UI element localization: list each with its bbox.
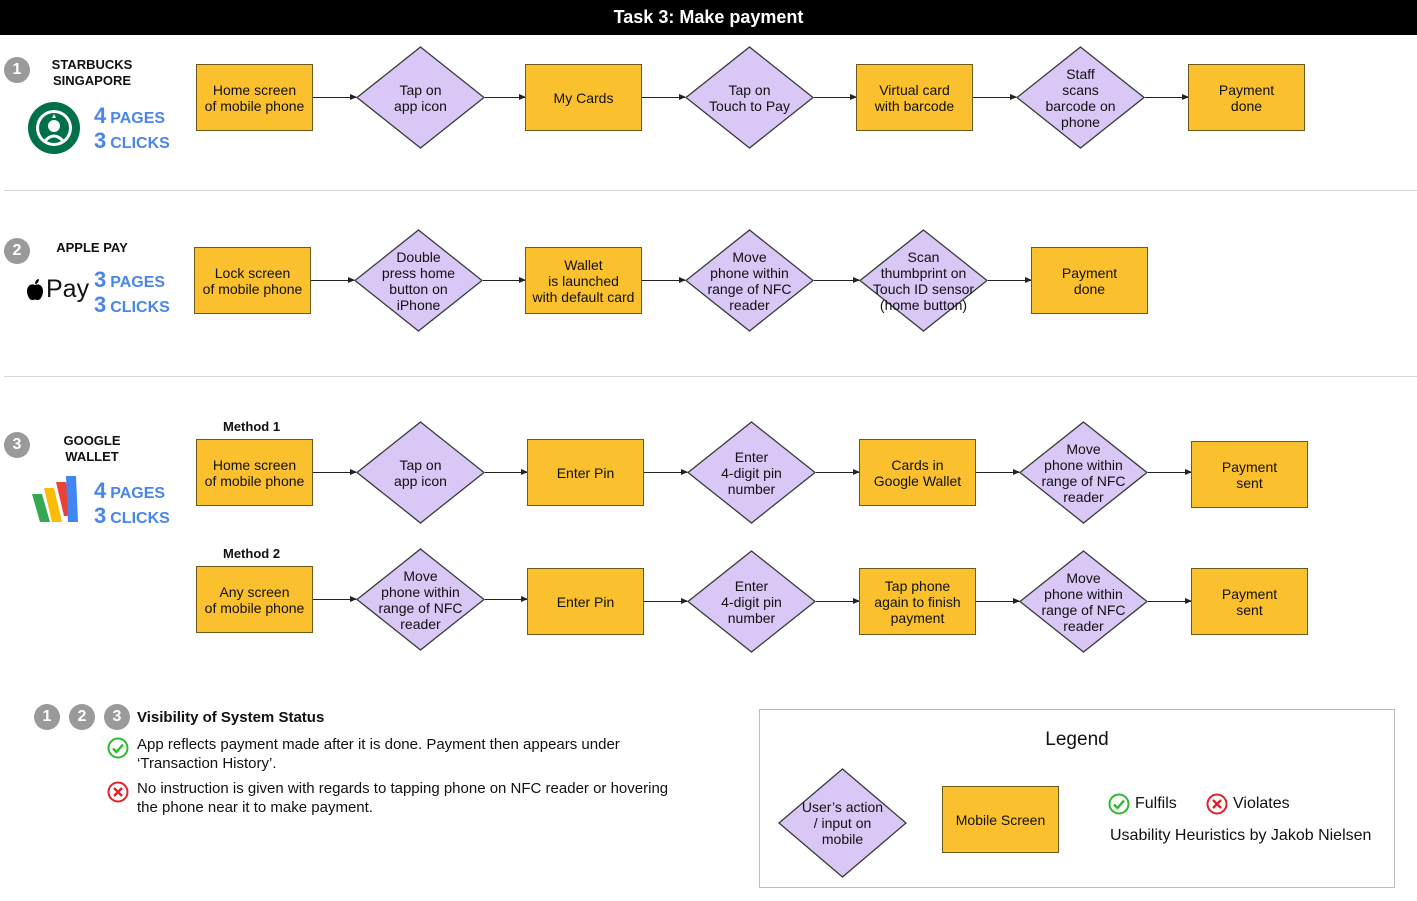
flow-arrow xyxy=(642,94,686,100)
legend: Legend User’s action / input on mobile M… xyxy=(759,709,1395,888)
flow-action: Move phone within range of NFC reader xyxy=(1018,421,1149,524)
flow-action: Move phone within range of NFC reader xyxy=(1018,550,1149,653)
google-wallet-logo-icon xyxy=(32,476,78,522)
flow-arrow xyxy=(988,277,1032,283)
flow-screen: Wallet is launched with default card xyxy=(525,247,642,314)
heuristic-number-2: 2 xyxy=(69,704,95,730)
section-divider xyxy=(4,376,1417,377)
flow-arrow xyxy=(814,277,860,283)
flow-arrow xyxy=(485,596,528,602)
heuristic-title: Visibility of System Status xyxy=(137,709,325,726)
flow-arrow xyxy=(644,469,688,475)
legend-source: Usability Heuristics by Jakob Nielsen xyxy=(1110,827,1372,844)
flow-screen: Cards in Google Wallet xyxy=(859,439,976,506)
starbucks-logo-icon xyxy=(28,102,80,154)
flow-screen: Enter Pin xyxy=(527,568,644,635)
flow-action: Move phone within range of NFC reader xyxy=(684,229,815,332)
section-number-2: 2 xyxy=(4,238,30,264)
flow-action: Enter 4-digit pin number xyxy=(686,421,817,524)
flow-arrow xyxy=(485,469,528,475)
legend-action-shape: User’s action / input on mobile xyxy=(777,768,908,878)
legend-screen-shape: Mobile Screen xyxy=(942,786,1059,853)
legend-title: Legend xyxy=(1045,729,1109,750)
method-1-label: Method 1 xyxy=(223,419,281,434)
flow-arrow xyxy=(313,94,357,100)
flow-arrow xyxy=(485,94,526,100)
flow-arrow xyxy=(973,94,1017,100)
violate-note: No instruction is given with regards to … xyxy=(137,780,669,816)
flow-screen: Payment done xyxy=(1031,247,1148,314)
title-bar: Task 3: Make payment xyxy=(0,0,1417,35)
flow-action: Tap on Touch to Pay xyxy=(684,46,815,149)
flow-arrow xyxy=(313,596,357,602)
heuristic-number-1: 1 xyxy=(34,704,60,730)
legend-violates-label: Violates xyxy=(1233,795,1290,812)
flow-screen: Tap phone again to finish payment xyxy=(859,568,976,635)
section-divider xyxy=(4,190,1417,191)
flow-action: Tap on app icon xyxy=(355,421,486,524)
fulfil-note: App reflects payment made after it is do… xyxy=(137,736,620,772)
flow-arrow xyxy=(816,469,860,475)
cross-circle-icon xyxy=(107,781,129,803)
flow-arrow xyxy=(644,598,688,604)
section-number-3: 3 xyxy=(4,432,30,458)
method-2-label: Method 2 xyxy=(223,546,281,561)
flow-action: Tap on app icon xyxy=(355,46,486,149)
flow-arrow xyxy=(642,277,686,283)
flow-screen: Virtual card with barcode xyxy=(856,64,973,131)
section-number-1: 1 xyxy=(4,57,30,83)
cross-circle-icon xyxy=(1206,793,1228,815)
flow-arrow xyxy=(1148,598,1192,604)
app-name-starbucks: STARBUCKS SINGAPORE xyxy=(51,57,133,88)
flow-arrow xyxy=(976,598,1020,604)
check-circle-icon xyxy=(1108,793,1130,815)
app-name-google-wallet: GOOGLE WALLET xyxy=(63,433,121,464)
flow-action: Enter 4-digit pin number xyxy=(686,550,817,653)
flow-action: Staff scans barcode on phone xyxy=(1015,46,1146,149)
check-circle-icon xyxy=(107,737,129,759)
flow-screen: Payment sent xyxy=(1191,568,1308,635)
flow-screen: My Cards xyxy=(525,64,642,131)
flow-arrow xyxy=(1148,469,1192,475)
flow-arrow xyxy=(976,469,1020,475)
page-title: Task 3: Make payment xyxy=(613,7,804,27)
flow-arrow xyxy=(1145,94,1189,100)
flow-action: Scan thumbprint on Touch ID sensor (home… xyxy=(858,229,989,332)
apple-pay-logo: Pay xyxy=(46,275,90,303)
flow-action: Double press home button on iPhone xyxy=(353,229,484,332)
flow-arrow xyxy=(483,277,526,283)
flow-screen: Payment done xyxy=(1188,64,1305,131)
legend-fulfils-label: Fulfils xyxy=(1135,795,1177,812)
flow-screen: Home screen of mobile phone xyxy=(196,64,313,131)
flow-arrow xyxy=(311,277,355,283)
flow-arrow xyxy=(816,598,860,604)
flow-screen: Enter Pin xyxy=(527,439,644,506)
flow-arrow xyxy=(313,469,357,475)
flow-action: Move phone within range of NFC reader xyxy=(355,548,486,651)
flow-screen: Lock screen of mobile phone xyxy=(194,247,311,314)
flow-screen: Home screen of mobile phone xyxy=(196,439,313,506)
app-name-apple-pay: APPLE PAY xyxy=(56,240,128,255)
heuristic-number-3: 3 xyxy=(104,704,130,730)
apple-icon xyxy=(27,279,43,301)
flow-screen: Any screen of mobile phone xyxy=(196,566,313,633)
flow-arrow xyxy=(814,94,857,100)
flow-screen: Payment sent xyxy=(1191,441,1308,508)
